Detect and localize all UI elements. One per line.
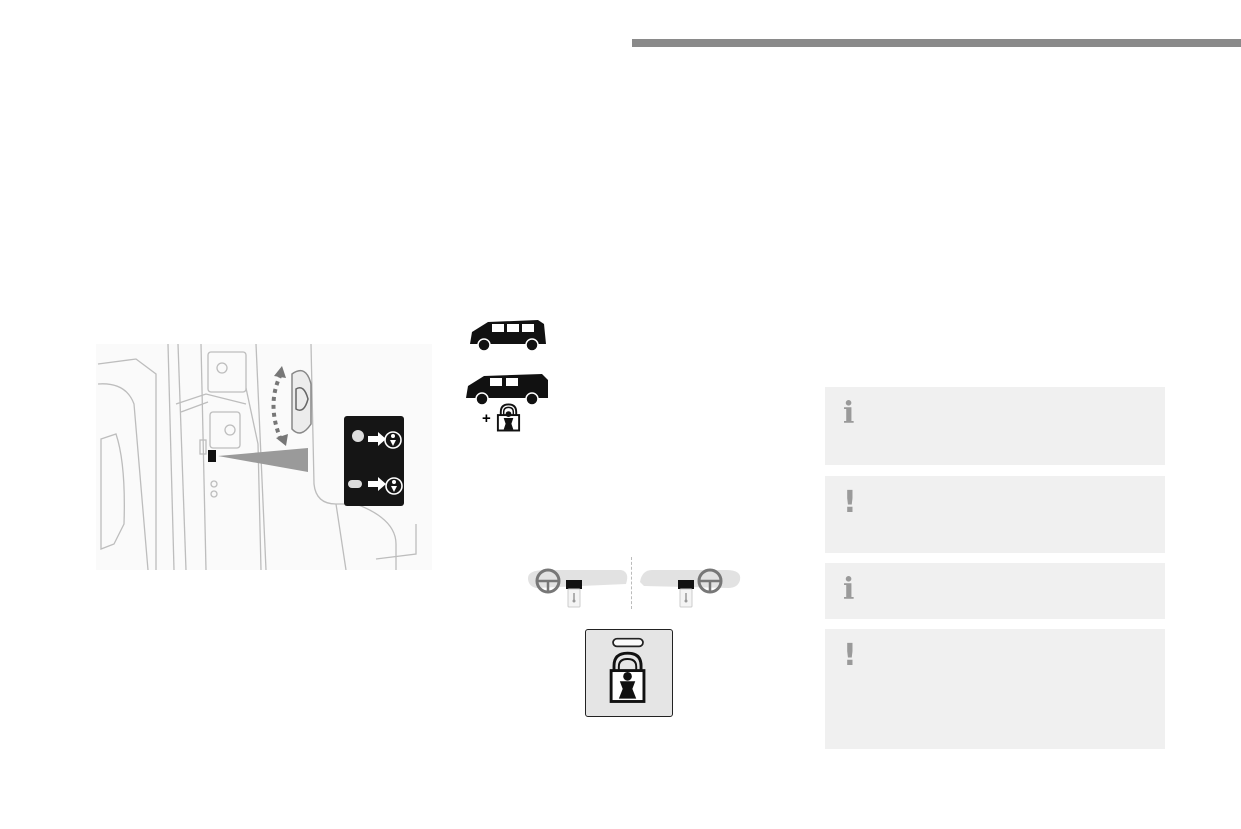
info-icon: i — [843, 396, 855, 431]
info-note: i — [825, 387, 1165, 465]
minivan-full-icon — [470, 320, 546, 352]
minivan-plus-child-lock-icon — [466, 374, 548, 406]
child-lock-icon — [609, 651, 646, 703]
child-lock-icon — [496, 403, 521, 432]
dashboard-left-hand-drive — [528, 568, 628, 608]
warning-note: ! — [825, 476, 1165, 553]
dashboard-right-hand-drive — [640, 568, 741, 608]
child-lock-button-graphic — [609, 637, 646, 703]
warning-note: ! — [825, 629, 1165, 749]
warning-icon: ! — [843, 638, 857, 673]
child-lock-button[interactable] — [585, 629, 673, 717]
plus-sign: + — [482, 410, 491, 427]
info-icon: i — [843, 572, 855, 607]
door-child-lock-illustration — [96, 344, 432, 570]
divider — [631, 557, 632, 609]
plus-child-lock: + — [478, 402, 528, 436]
info-note: i — [825, 563, 1165, 619]
header-rule — [632, 39, 1241, 47]
warning-icon: ! — [843, 485, 857, 520]
